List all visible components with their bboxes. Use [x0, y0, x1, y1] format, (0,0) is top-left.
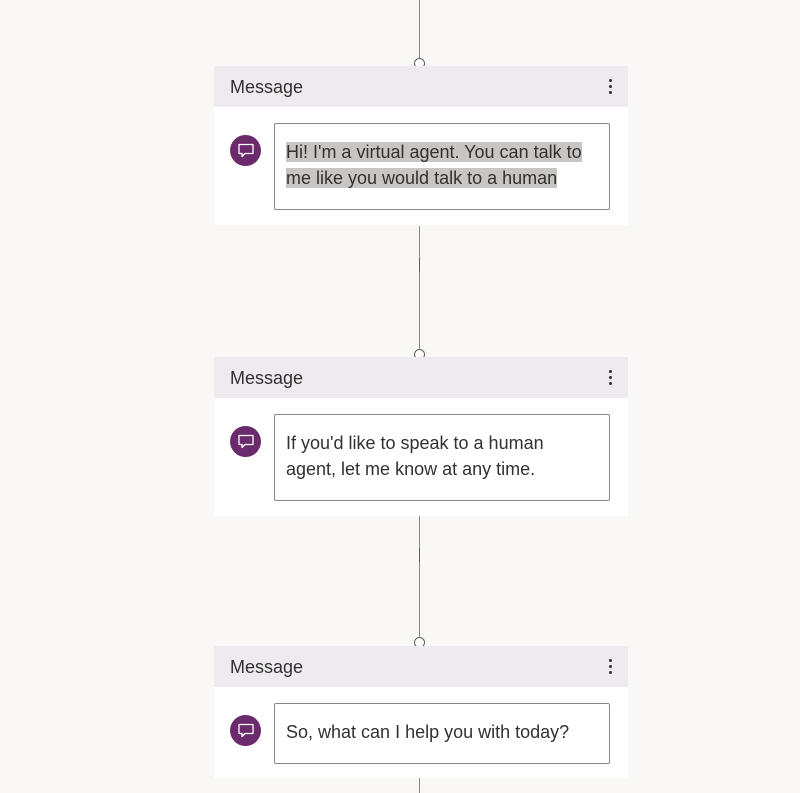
node-title: Message: [230, 368, 304, 388]
message-node[interactable]: Message Hi! I'm a virtual agent. You can…: [214, 66, 628, 225]
message-node[interactable]: Message So, what can I help you with tod…: [214, 646, 628, 778]
message-text-line: me like you would talk to a human: [286, 168, 558, 188]
more-options-button[interactable]: [600, 75, 620, 97]
connector-tick: [419, 258, 420, 272]
node-title: Message: [230, 77, 304, 97]
connector-line: [419, 226, 420, 350]
node-header[interactable]: Message: [214, 357, 628, 398]
connector-tick: [419, 548, 420, 562]
message-text-line: So, what can I help you with today?: [286, 722, 570, 742]
chat-bubble-icon: [230, 135, 261, 166]
message-node[interactable]: Message If you'd like to speak to a huma…: [214, 357, 628, 516]
more-vertical-icon: [608, 369, 612, 373]
message-text-line: agent, let me know at any time.: [286, 459, 536, 479]
node-title: Message: [230, 657, 304, 677]
message-text-line: If you'd like to speak to a human: [286, 433, 544, 453]
message-text-input[interactable]: So, what can I help you with today?: [274, 703, 610, 764]
more-vertical-icon: [608, 658, 612, 662]
more-options-button[interactable]: [600, 366, 620, 388]
chat-bubble-icon: [230, 715, 261, 746]
message-text-input[interactable]: Hi! I'm a virtual agent. You can talk to…: [274, 123, 610, 210]
connector-line: [419, 516, 420, 638]
node-header[interactable]: Message: [214, 66, 628, 107]
more-options-button[interactable]: [600, 655, 620, 677]
chat-bubble-icon: [230, 426, 261, 457]
message-text-line: Hi! I'm a virtual agent. You can talk to: [286, 142, 582, 162]
connector-line-bottom: [419, 778, 420, 793]
more-vertical-icon: [608, 78, 612, 82]
node-header[interactable]: Message: [214, 646, 628, 687]
message-text-input[interactable]: If you'd like to speak to a human agent,…: [274, 414, 610, 501]
connector-line-top: [419, 0, 420, 60]
